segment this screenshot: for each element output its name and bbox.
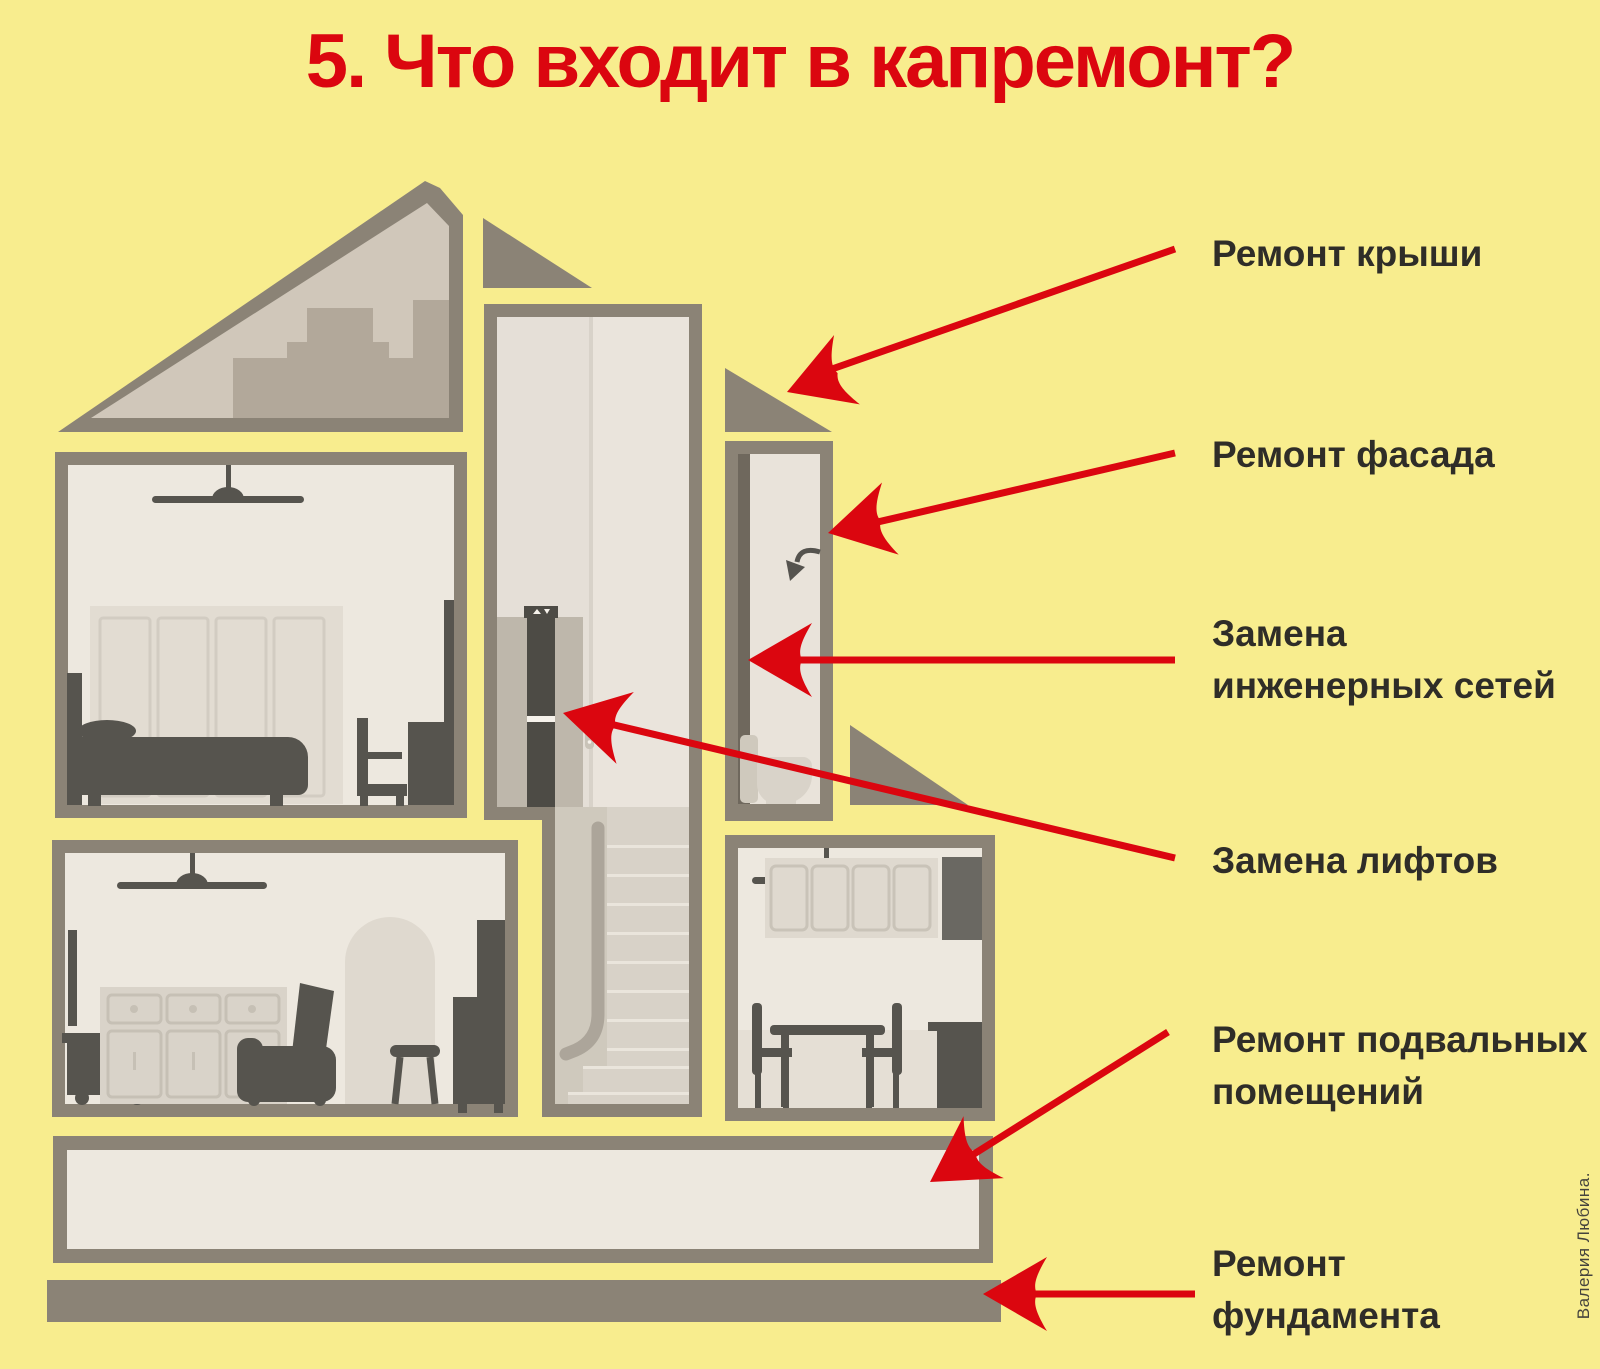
foundation-bar	[47, 1280, 1001, 1322]
bathroom	[725, 441, 833, 821]
arrow-networks	[748, 623, 1175, 697]
living-room	[52, 840, 518, 1117]
label-facade-repair: Ремонт фасада	[1212, 434, 1495, 475]
tall-hutch	[453, 920, 505, 1113]
label-basement-repair: Ремонт подвальных помещений	[1212, 1019, 1588, 1112]
label-networks-replacement: Замена инженерных сетей	[1212, 613, 1556, 706]
armchair-icon	[237, 983, 336, 1106]
arrow-facade	[828, 449, 1176, 555]
ceiling-fan-icon	[152, 465, 304, 503]
kitchen-counter	[928, 1022, 982, 1108]
fridge	[942, 857, 982, 940]
stairwell	[542, 807, 702, 1117]
handrail	[559, 821, 605, 1061]
kitchen	[725, 835, 995, 1121]
bed-icon	[67, 673, 308, 806]
arched-doorway	[345, 917, 435, 1104]
stair-treads	[607, 845, 689, 1051]
roof-slope-over-bathroom	[725, 368, 832, 432]
ceiling-fan-icon	[117, 853, 267, 889]
roof-slope-right-of-peak	[483, 218, 592, 288]
chair-icon	[357, 718, 407, 806]
attic-step-silhouette	[233, 300, 449, 418]
stool-icon	[390, 1045, 440, 1105]
basement	[53, 1136, 993, 1263]
arrow-foundation	[983, 1257, 1195, 1331]
elevator-shaft	[484, 304, 702, 820]
arrow-lifts	[563, 691, 1176, 862]
arrow-basement	[930, 1029, 1170, 1182]
label-foundation-repair: Ремонт фундамента	[1212, 1243, 1440, 1336]
label-roof-repair: Ремонт крыши	[1212, 233, 1483, 274]
page-title: 5. Что входит в капремонт?	[305, 19, 1296, 104]
elevator-cabin-icon	[524, 606, 558, 807]
dresser	[408, 600, 454, 805]
label-lifts-replacement: Замена лифтов	[1212, 840, 1499, 881]
dining-chairs	[752, 1003, 902, 1108]
roof-attic	[58, 181, 463, 432]
arrow-roof	[787, 245, 1177, 405]
arrows	[563, 245, 1195, 1331]
kitchen-cabinets	[765, 858, 938, 938]
bedroom	[55, 452, 467, 818]
shower-icon	[786, 547, 821, 581]
open-door	[738, 454, 750, 804]
author-credit: Валерия Любина.	[1574, 1171, 1593, 1319]
wall-tv	[68, 930, 77, 1026]
